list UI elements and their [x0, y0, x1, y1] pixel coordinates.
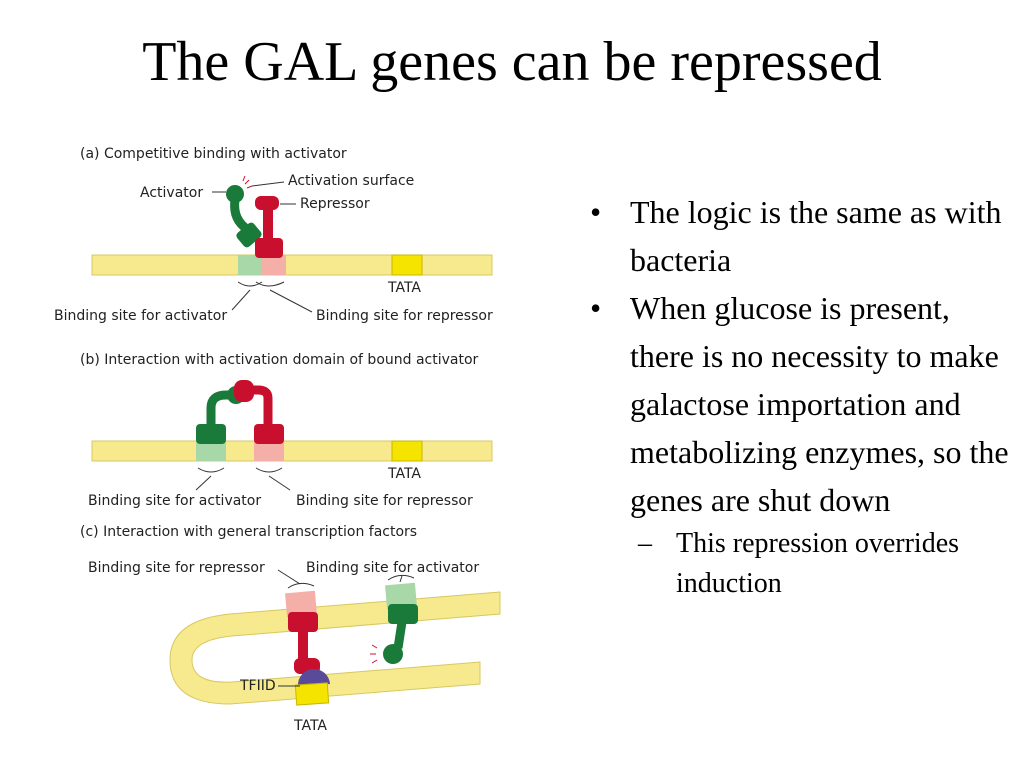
panel-b-activator-site [196, 441, 226, 461]
panel-b-tata-box [391, 440, 423, 462]
panel-c-tata-label: TATA [293, 718, 327, 734]
panel-a-tata-box [391, 254, 423, 276]
panel-a-tata-label: TATA [387, 280, 421, 296]
panel-c-dna-loop [169, 591, 501, 705]
panel-a-repressor-site [262, 255, 286, 275]
panel-c-bracket-activator [387, 574, 415, 581]
panel-b-binding-repressor-label: Binding site for repressor [296, 493, 473, 509]
panel-a-bracket-activator [237, 281, 263, 287]
panel-c-tata-box [294, 682, 330, 706]
panel-a-leader-activator [231, 289, 251, 311]
panel-c-repressor-site [285, 590, 317, 618]
panel-c-activator [383, 604, 418, 664]
panel-b-repressor [234, 380, 284, 444]
bullet-text-2: When glucose is present, there is no nec… [630, 290, 1009, 518]
panel-c-bracket-repressor [287, 582, 315, 589]
bullet-dot: • [590, 290, 602, 326]
bullet-item-1: • The logic is the same as with bacteria [588, 188, 1020, 284]
panel-b-bracket-repressor [255, 467, 283, 473]
panel-b-bracket-activator [197, 467, 225, 473]
panel-a-heading: (a) Competitive binding with activator [80, 146, 347, 162]
sub-bullet-text-1: This repression overrides induction [676, 528, 960, 599]
panel-c-activation-surface-marks [370, 644, 378, 664]
panel-b-dna [91, 440, 493, 462]
bullet-dot: • [590, 194, 602, 230]
panel-a-activator-site [238, 255, 262, 275]
sub-bullet-item-1: – This repression overrides induction [588, 524, 1020, 604]
slide-title: The GAL genes can be repressed [142, 31, 882, 93]
panel-b-tata-label: TATA [387, 466, 421, 482]
panel-a-dna [91, 254, 493, 276]
panel-c-tfiid-label: TFIID [239, 678, 276, 694]
panel-a-activation-surface-label: Activation surface [288, 173, 414, 189]
activation-surface-marks [242, 175, 253, 189]
panel-a-repressor-label: Repressor [300, 196, 370, 212]
panel-c-repressor [288, 612, 320, 674]
panel-a-binding-activator-label: Binding site for activator [54, 308, 227, 324]
panel-b-leader-repressor [268, 475, 291, 491]
panel-a-binding-repressor-label: Binding site for repressor [316, 308, 493, 324]
panel-a-activator-label: Activator [140, 185, 203, 201]
panel-a-repressor [255, 196, 283, 258]
panel-a-bracket-repressor [255, 281, 285, 287]
panel-a-leader-repressor [269, 289, 313, 313]
panel-c-leader-activator [399, 575, 403, 583]
panel-c-activator-site [385, 582, 417, 610]
bullet-item-2: • When glucose is present, there is no n… [588, 284, 1020, 524]
panel-c-heading: (c) Interaction with general transcripti… [80, 524, 417, 540]
panel-c-binding-repressor-label: Binding site for repressor [88, 560, 265, 576]
panel-c-tfiid [297, 668, 330, 686]
panel-c-binding-activator-label: Binding site for activator [306, 560, 479, 576]
panel-b-repressor-site [254, 441, 284, 461]
panel-c-leader-repressor [277, 569, 301, 585]
bullet-text-1: The logic is the same as with bacteria [630, 194, 1002, 278]
panel-b-leader-activator [195, 475, 212, 491]
panel-b-binding-activator-label: Binding site for activator [88, 493, 261, 509]
panel-b-heading: (b) Interaction with activation domain o… [80, 352, 479, 368]
sub-bullet-dash: – [638, 528, 652, 559]
bullet-list: • The logic is the same as with bacteria… [588, 188, 1020, 604]
panel-a-surface-leader [251, 181, 285, 187]
